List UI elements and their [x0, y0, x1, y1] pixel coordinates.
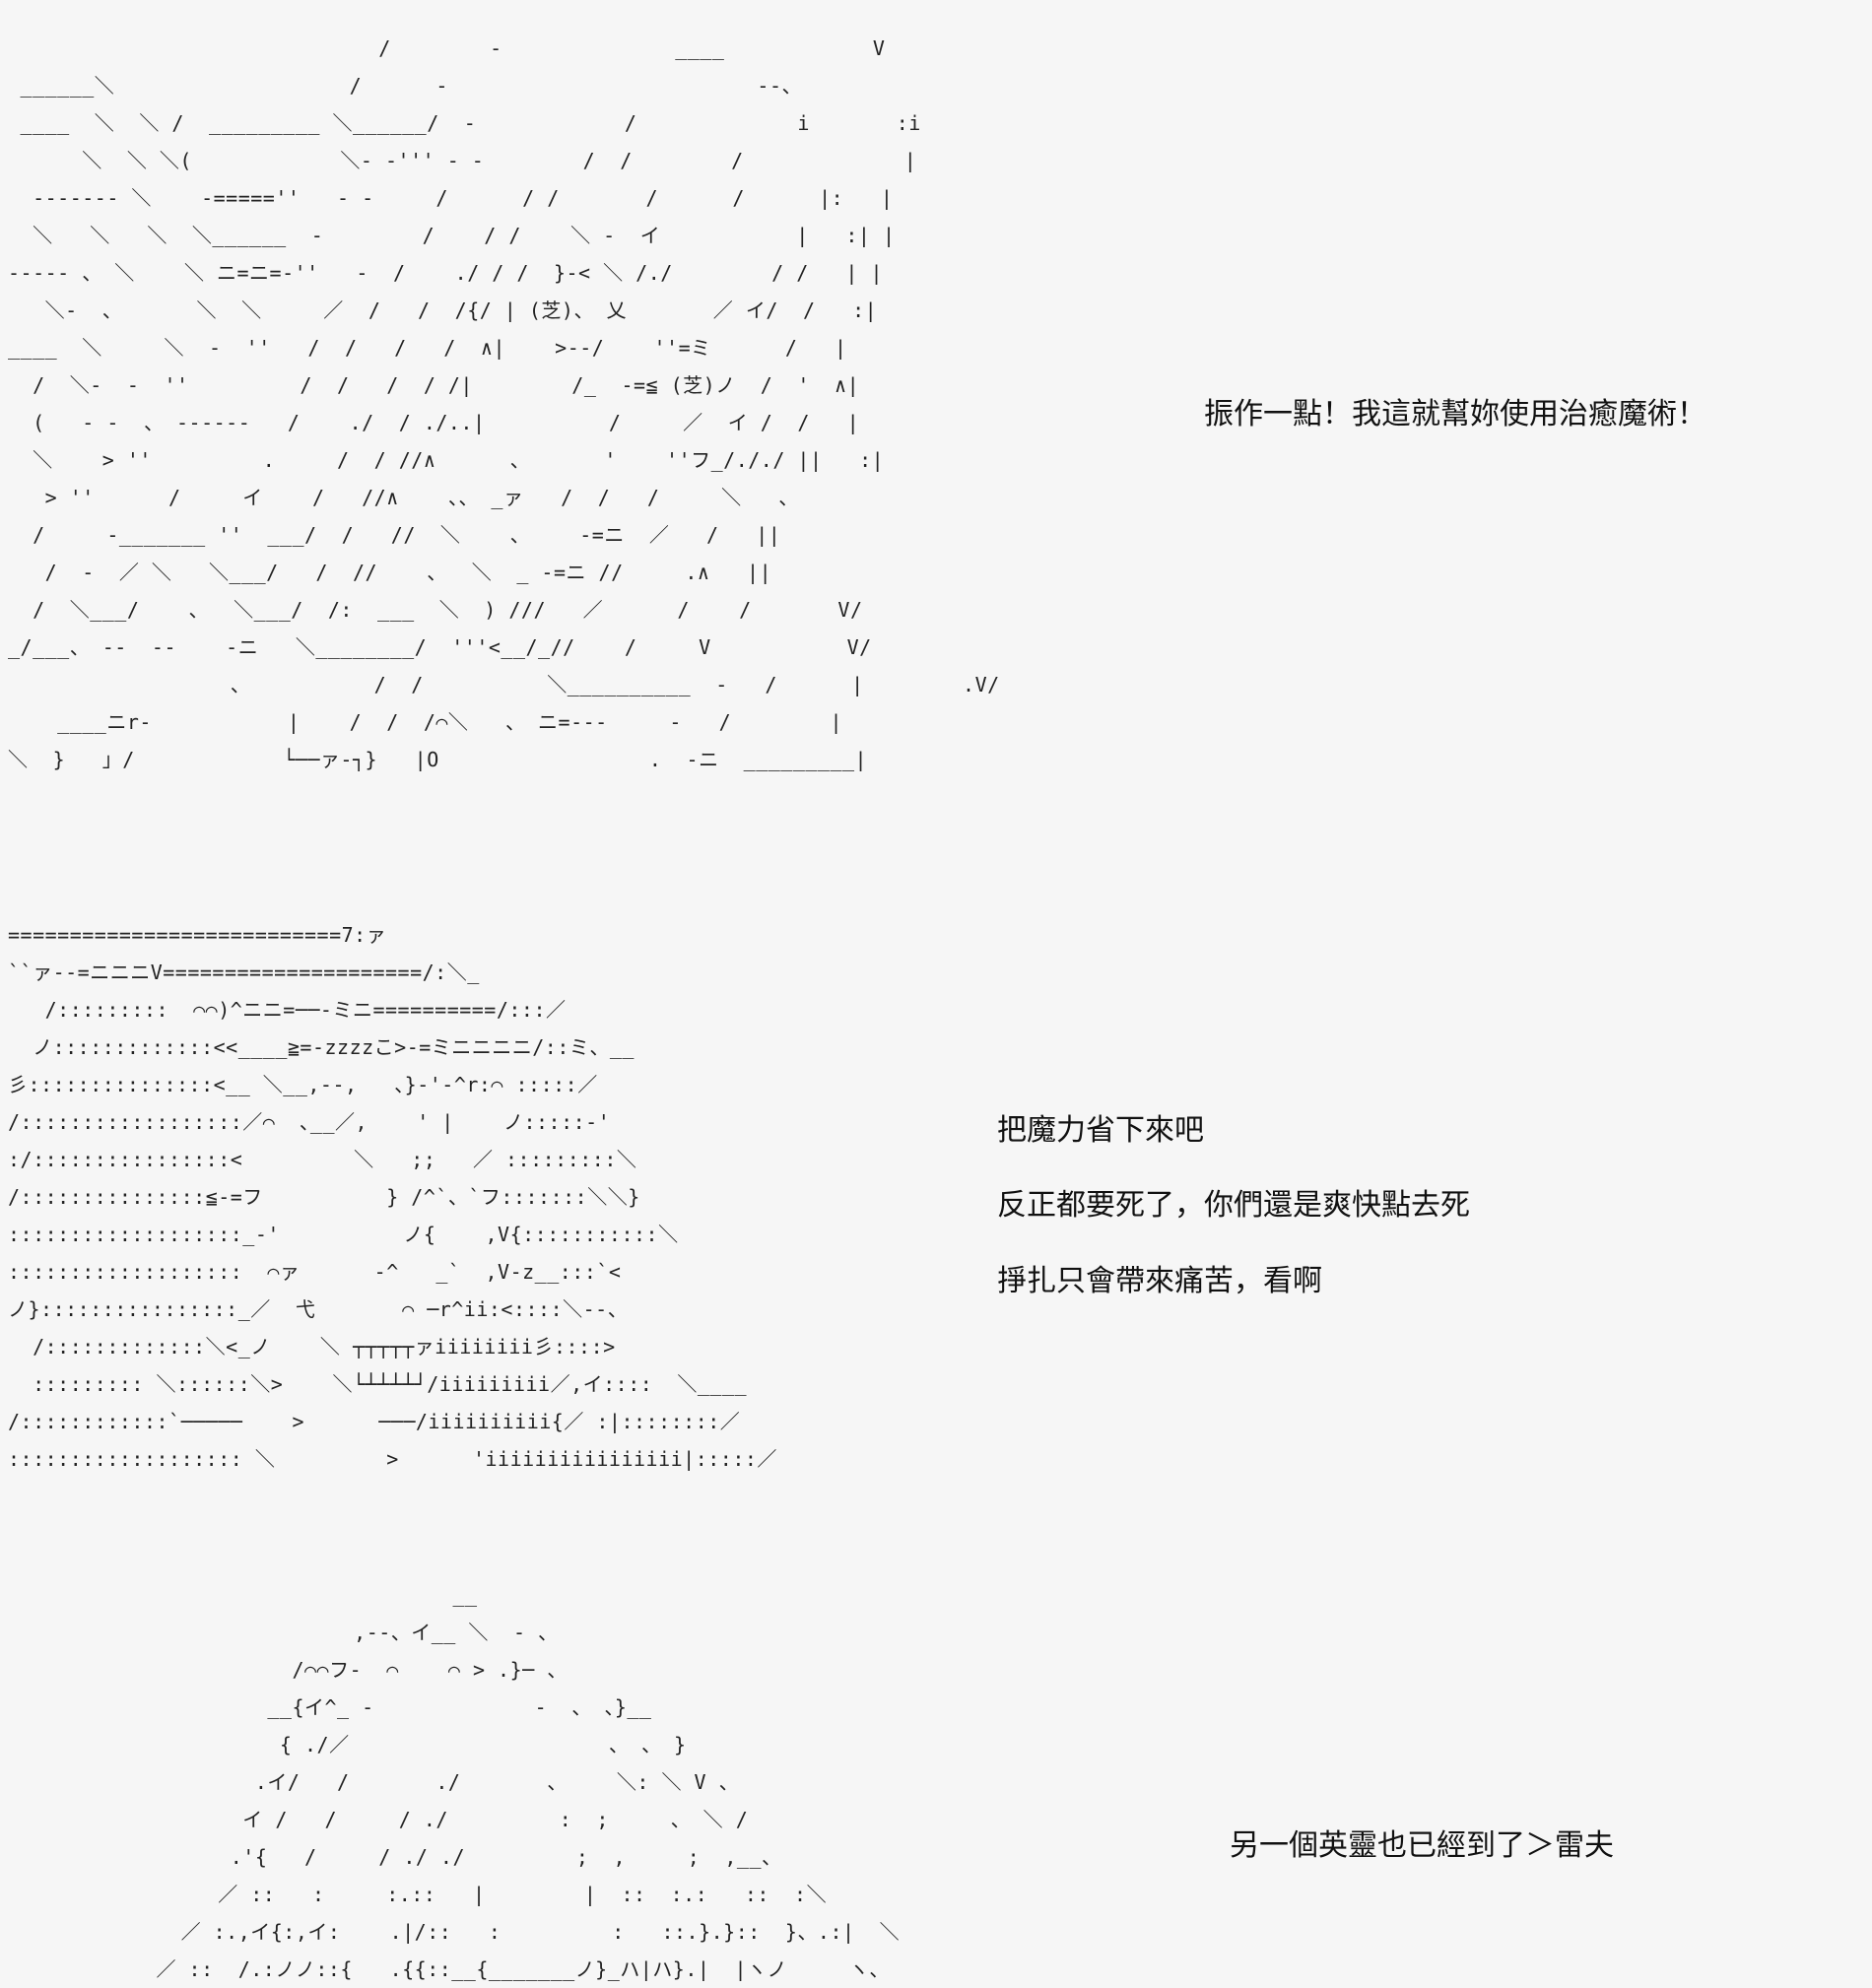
ascii-art-line: { ./／ 、 、 }: [8, 1733, 687, 1756]
ascii-art-line: ----- 、 ＼ ＼ ニ=ニ=-'' - / ./ / / }-< ＼ /./…: [8, 261, 884, 285]
dialogue-line-heal: 振作一點！我這就幫妳使用治癒魔術！: [1204, 397, 1706, 431]
ascii-art-line: ____ ＼ ＼ / _________ ＼______/ - / i :i: [8, 111, 921, 135]
ascii-art-line: ( - - 、 ------ / ./ / ./..| / ／ イ / / |: [8, 411, 860, 434]
ascii-art-panel-3: __ ,--、イ__ ＼ - 、 /⌒⌒フ- ⌒ ⌒ > .}─ 、 __{イ^…: [8, 1576, 900, 1988]
ascii-art-line: .イ/ / ./ 、 ＼: ＼ V 、: [8, 1770, 740, 1794]
ascii-art-line: > '' / イ / //∧ 、、 _ァ / / / ＼ 、: [8, 486, 799, 509]
ascii-art-line: ``ァ--=ニニニV=====================/:＼_: [8, 961, 480, 984]
ascii-art-line: / -_______ '' ___/ / // ＼ 、 -=ニ ／ / ||: [8, 523, 781, 547]
ascii-art-line: / - ____ V: [8, 36, 886, 60]
ascii-art-line: / ＼___/ 、 ＼___/ /: ___ ＼ ) /// ／ / / V/: [8, 598, 863, 622]
dialogue-line-save-mana: 把魔力省下來吧: [997, 1113, 1204, 1148]
ascii-art-line: .'{ / / ./ ./ ; , ; ,__、: [8, 1845, 782, 1869]
ascii-art-line: ノ:::::::::::::<<____≧=-zzzzこ>-=ミニニニニ/::ミ…: [8, 1035, 635, 1059]
ascii-art-line: /::::::::::::::::::／⌒ ､__／, ' | ノ:::::-': [8, 1110, 611, 1134]
ascii-art-line: ,--、イ__ ＼ - 、: [8, 1621, 559, 1644]
ascii-art-line: ::::::::: ＼::::::＼> ＼└┴┴┴┴┘/iiiiiiiii／,イ…: [8, 1372, 748, 1396]
ascii-art-line: /⌒⌒フ- ⌒ ⌒ > .}─ 、: [8, 1658, 568, 1682]
ascii-art-line: ＼ ＼ ＼ ＼______ - / / / ＼ - イ | :| |: [8, 224, 896, 247]
ascii-art-line: /:::::::::::::＼<_ノ ＼ ┬┬┬┬┬ァiiiiiiii彡::::…: [8, 1335, 616, 1358]
ascii-art-line: 彡:::::::::::::::<__ ＼__,--, 、}-'-^r:⌒ ::…: [8, 1073, 598, 1096]
ascii-art-line: ＼ } 」/ └──ァ-┐} |O . -ニ _________|: [8, 748, 868, 771]
ascii-art-line: ノ}::::::::::::::::_／ 弋 ⌒ ─r^ii:<::::＼--、: [8, 1297, 629, 1321]
ascii-art-line: :/::::::::::::::::< ＼ ;; ／ :::::::::＼: [8, 1148, 637, 1171]
ascii-art-line: ＼ ＼ ＼( ＼- -''' - - / / / |: [8, 149, 917, 172]
dialogue-line-another-servant: 另一個英靈也已經到了＞雷夫: [1230, 1828, 1614, 1863]
ascii-art-line: ＼- 、 ＼ ＼ ／ / / /{/ | (芝)、 乂 ／ イ/ / :|: [8, 298, 878, 322]
ascii-art-line: /::::::::: ⌒⌒)^ニニ=──-ミニ==========/:::／: [8, 998, 567, 1022]
ascii-art-line: _/___、 -- -- -ニ ＼________/ '''<__/_// / …: [8, 635, 872, 659]
ascii-art-line: ::::::::::::::::::: ＼ > 'iiiiiiiiiiiiiii…: [8, 1447, 777, 1471]
ascii-art-panel-1: / - ____ V ______＼ / - --、 ____ ＼ ＼ / __…: [8, 30, 1000, 778]
ascii-art-line: 、 / / ＼__________ - / | .V/: [8, 673, 1000, 696]
ascii-art-line: :::::::::::::::::::_-' ノ{ ,V{:::::::::::…: [8, 1223, 679, 1246]
ascii-art-line: ／ :: : :.:: | | :: :.: :: :＼: [8, 1883, 828, 1906]
ascii-art-line: /::::::::::::`───── > ───/iiiiiiiiii{／ :…: [8, 1410, 741, 1433]
ascii-art-line: ＼ > '' . / / //∧ 、 ' ''フ_/././ || :|: [8, 448, 885, 472]
ascii-art-line: /:::::::::::::::≦-=フ } /^`、`フ:::::::＼＼}: [8, 1185, 640, 1209]
ascii-art-line: ／ :: /.:ノノ::{ .{{::__{_______ノ}_ハ|ハ}.| |…: [8, 1957, 890, 1981]
ascii-art-line: ____ニr- | / / /⌒＼ 、 ニ=--- - / |: [8, 710, 843, 734]
ascii-art-line: __{イ^_ - - 、 、}__: [8, 1695, 652, 1719]
ascii-art-line: ------- ＼ -====='' - - / / / / / |: |: [8, 186, 894, 210]
ascii-art-panel-2: ===========================7:ァ ``ァ--=ニニニV…: [8, 916, 777, 1478]
ascii-art-line: ===========================7:ァ: [8, 923, 387, 947]
ascii-art-line: __: [8, 1583, 478, 1607]
ascii-art-line: / ＼- - '' / / / / /| /_ -=≦ (芝)ノ / ' ∧|: [8, 373, 860, 397]
ascii-art-line: / - ／ ＼ ＼___/ / // 、 ＼ _ -=ニ // .∧ ||: [8, 561, 772, 584]
ascii-art-line: イ / / / ./ : ; 、 ＼ /: [8, 1808, 749, 1831]
ascii-art-line: ／ :.,イ{:,イ: .|/:: : : ::.}.}:: }、.:| ＼: [8, 1920, 901, 1944]
ascii-art-line: ::::::::::::::::::: ⌒ァ -^ _` ,V-z__:::`<: [8, 1260, 622, 1284]
ascii-art-line: ______＼ / - --、: [8, 74, 803, 98]
dialogue-line-die: 反正都要死了，你們還是爽快點去死: [997, 1188, 1470, 1223]
ascii-art-line: ____ ＼ ＼ - '' / / / / ∧| >--/ ''=ミ / |: [8, 336, 847, 360]
dialogue-line-struggle: 掙扎只會帶來痛苦，看啊: [997, 1264, 1322, 1298]
